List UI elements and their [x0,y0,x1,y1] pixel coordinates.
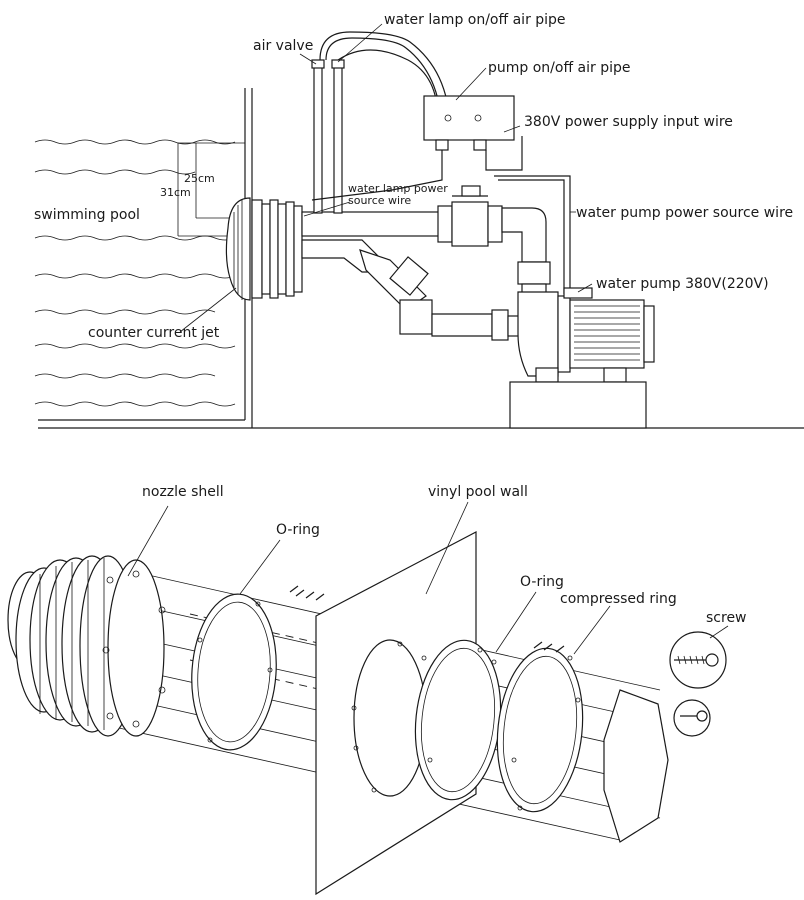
label-lamp-power-2: source wire [348,194,411,207]
end-cap [603,689,669,843]
bottom-exploded-diagram: nozzle shell vinyl pool wall O-ring O-ri… [7,484,747,896]
label-power-input: 380V power supply input wire [524,114,733,130]
bottom-leader-lines [127,501,729,655]
water-waves [34,139,236,407]
label-o-ring-left: O-ring [276,522,320,538]
nozzle-shell [7,555,166,737]
label-water-pump: water pump 380V(220V) [596,276,769,292]
label-screw: screw [706,610,747,626]
water-pump [517,287,655,383]
label-pump-power-wire: water pump power source wire [576,205,793,221]
pump-base [509,381,647,429]
label-depth-31: 31cm [160,186,191,199]
pump-power-wire [494,175,571,294]
top-leader-lines [179,23,593,333]
label-water-lamp-air-pipe: water lamp on/off air pipe [384,12,566,28]
screws-left [289,585,325,601]
label-lamp-power-1: water lamp power [348,182,448,195]
label-o-ring-right: O-ring [520,574,564,590]
label-compressed-ring: compressed ring [560,591,677,607]
screw-detail [669,631,727,737]
pool-wall-cylinder [351,639,427,797]
label-vinyl-pool-wall: vinyl pool wall [428,484,528,500]
label-air-valve: air valve [253,38,313,54]
label-counter-current-jet: counter current jet [88,325,220,341]
label-swimming-pool: swimming pool [34,207,140,223]
pipework [301,59,551,341]
screws-right [533,641,565,653]
top-installation-diagram: water lamp on/off air pipe air valve pum… [34,12,804,429]
compressed-ring [496,647,584,813]
label-nozzle-shell: nozzle shell [142,484,224,500]
label-pump-air-pipe: pump on/off air pipe [488,60,631,76]
o-ring-left [191,593,277,751]
control-box [311,95,523,201]
label-depth-25: 25cm [184,172,215,185]
counter-current-jet [225,197,303,301]
